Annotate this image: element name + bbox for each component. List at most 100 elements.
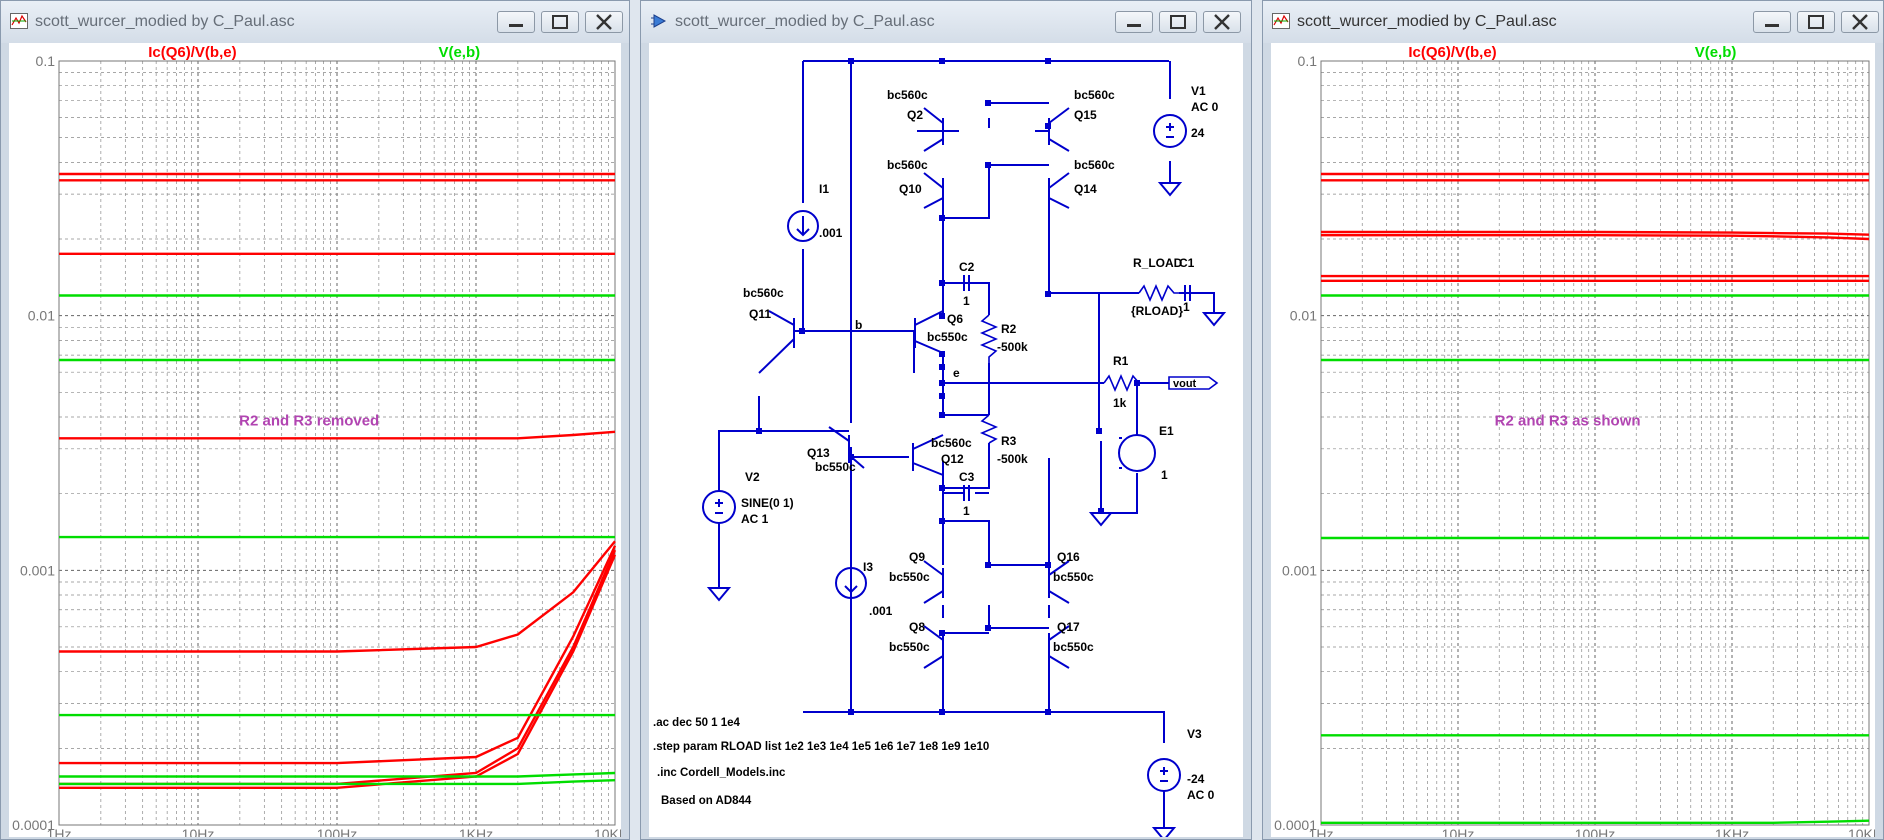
minimize-button[interactable] <box>1753 11 1791 33</box>
directive-ac: .ac dec 50 1 1e4 <box>653 717 741 729</box>
directive-inc: .inc Cordell_Models.inc <box>657 767 786 779</box>
y-tick-label: 0.001 <box>20 562 55 578</box>
x-tick-label: 10KHz <box>1848 826 1875 837</box>
v2-ref: V2 <box>745 470 760 484</box>
series-line <box>1321 819 1870 824</box>
x-tick-labels: 1Hz10Hz100Hz1KHz10KHz <box>1309 826 1875 837</box>
plot-area[interactable]: 0.10.010.0010.00011Hz10Hz100Hz1KHz10KHzI… <box>1271 43 1875 837</box>
window-title: scott_wurcer_modied by C_Paul.asc <box>675 13 935 30</box>
y-tick-label: 0.0001 <box>12 817 55 833</box>
c3-ref: C3 <box>959 470 975 484</box>
series-line <box>1321 230 1870 236</box>
i3-value: .001 <box>869 604 893 618</box>
y-tick-label: 0.0001 <box>1274 817 1317 833</box>
q2-ref: Q2 <box>907 108 923 122</box>
q17-model: bc550c <box>1053 640 1094 654</box>
q15-ref: Q15 <box>1074 108 1097 122</box>
y-tick-label: 0.01 <box>28 308 55 324</box>
plot-frame <box>58 60 616 826</box>
x-tick-labels: 1Hz10Hz100Hz1KHz10KHz <box>47 826 621 837</box>
x-tick-label: 1KHz <box>1715 826 1749 837</box>
e1-value: 1 <box>1161 468 1168 482</box>
net-label-vout: vout <box>1173 378 1197 390</box>
close-button[interactable] <box>1203 11 1241 33</box>
r3-ref: R3 <box>1001 434 1017 448</box>
schematic-canvas[interactable]: bc560c Q2 bc560c Q15 bc560c Q10 bc560c Q… <box>649 43 1243 837</box>
maximize-icon <box>552 15 568 29</box>
window-title: scott_wurcer_modied by C_Paul.asc <box>1297 13 1557 30</box>
q2-model: bc560c <box>887 88 928 102</box>
q10-model: bc560c <box>887 158 928 172</box>
q15-model: bc560c <box>1074 88 1115 102</box>
plot-window-right[interactable]: scott_wurcer_modied by C_Paul.asc 0.1 0.0… <box>1262 0 1884 840</box>
v1-value2: 24 <box>1191 126 1205 140</box>
close-button[interactable] <box>585 11 623 33</box>
minimize-button[interactable] <box>1115 11 1153 33</box>
q16-model: bc550c <box>1053 570 1094 584</box>
series-line <box>59 779 616 786</box>
c2-ref: C2 <box>959 260 975 274</box>
v1-value: AC 0 <box>1191 100 1219 114</box>
legend-entry-ic: Ic(Q6)/V(b,e) <box>1408 44 1496 61</box>
c1-ref: C1 <box>1179 256 1195 270</box>
schematic-window[interactable]: scott_wurcer_modied by C_Paul.asc <box>640 0 1252 840</box>
q16-ref: Q16 <box>1057 550 1080 564</box>
e1-ref: E1 <box>1159 424 1174 438</box>
i1-ref: I1 <box>819 182 829 196</box>
minimize-button[interactable] <box>497 11 535 33</box>
junction-dots <box>756 58 1140 715</box>
grid <box>1321 61 1869 825</box>
q11-model: bc560c <box>743 286 784 300</box>
title-bar[interactable]: scott_wurcer_modied by C_Paul.asc <box>1263 1 1883 43</box>
c2-value: 1 <box>963 294 970 308</box>
opamp-icon <box>651 14 667 28</box>
window-title: scott_wurcer_modied by C_Paul.asc <box>35 13 295 30</box>
plot-annotation: R2 and R3 removed <box>239 413 379 430</box>
title-bar[interactable]: scott_wurcer_modied by C_Paul.asc <box>641 1 1251 43</box>
series-lines <box>59 172 617 789</box>
maximize-button[interactable] <box>541 11 579 33</box>
q17-ref: Q17 <box>1057 620 1080 634</box>
r1-ref: R1 <box>1113 354 1129 368</box>
capacitor-symbols <box>963 275 1191 501</box>
y-tick-labels: 0.1 0.01 0.001 0.0001 <box>12 53 55 833</box>
plot-area[interactable]: 0.10.010.0010.00011Hz10Hz100Hz1KHz10KHzI… <box>9 43 621 837</box>
y-tick-label: 0.001 <box>1282 562 1317 578</box>
y-tick-label: 0.1 <box>36 53 56 69</box>
vout-flag <box>1168 376 1219 390</box>
c3-value: 1 <box>963 504 970 518</box>
series-line <box>59 545 617 765</box>
legend-entry-veb: V(e,b) <box>438 44 480 61</box>
plot-window-left[interactable]: scott_wurcer_modied by C_Paul.asc 0.1 0.0… <box>0 0 630 840</box>
series-line <box>59 540 616 653</box>
q8-ref: Q8 <box>909 620 925 634</box>
y-tick-label: 0.01 <box>1290 308 1317 324</box>
close-icon <box>1852 14 1868 30</box>
q14-ref: Q14 <box>1074 182 1097 196</box>
series-line <box>1321 234 1870 241</box>
minimize-icon <box>509 24 523 27</box>
rload-value: {RLOAD} <box>1131 304 1183 318</box>
title-bar[interactable]: scott_wurcer_modied by C_Paul.asc <box>1 1 629 43</box>
series-lines <box>1321 172 1870 824</box>
q12-model: bc560c <box>931 436 972 450</box>
q8-model: bc550c <box>889 640 930 654</box>
x-tick-label: 1KHz <box>459 826 493 837</box>
y-tick-label: 0.1 <box>1298 53 1318 69</box>
legend-entry-ic: Ic(Q6)/V(b,e) <box>148 44 236 61</box>
maximize-button[interactable] <box>1797 11 1835 33</box>
comment-based-on: Based on AD844 <box>661 795 752 807</box>
v3-value: -24 <box>1187 772 1205 786</box>
v3-value2: AC 0 <box>1187 788 1215 802</box>
x-tick-label: 10Hz <box>182 826 215 837</box>
q10-ref: Q10 <box>899 182 922 196</box>
x-tick-label: 1Hz <box>47 826 72 837</box>
plot-annotation: R2 and R3 as shown <box>1495 413 1641 430</box>
transistor-symbols <box>758 107 1070 669</box>
series-line <box>59 430 616 440</box>
q11-ref: Q11 <box>749 307 771 321</box>
series-line <box>59 771 616 778</box>
maximize-button[interactable] <box>1159 11 1197 33</box>
v3-ref: V3 <box>1187 727 1202 741</box>
close-button[interactable] <box>1841 11 1879 33</box>
